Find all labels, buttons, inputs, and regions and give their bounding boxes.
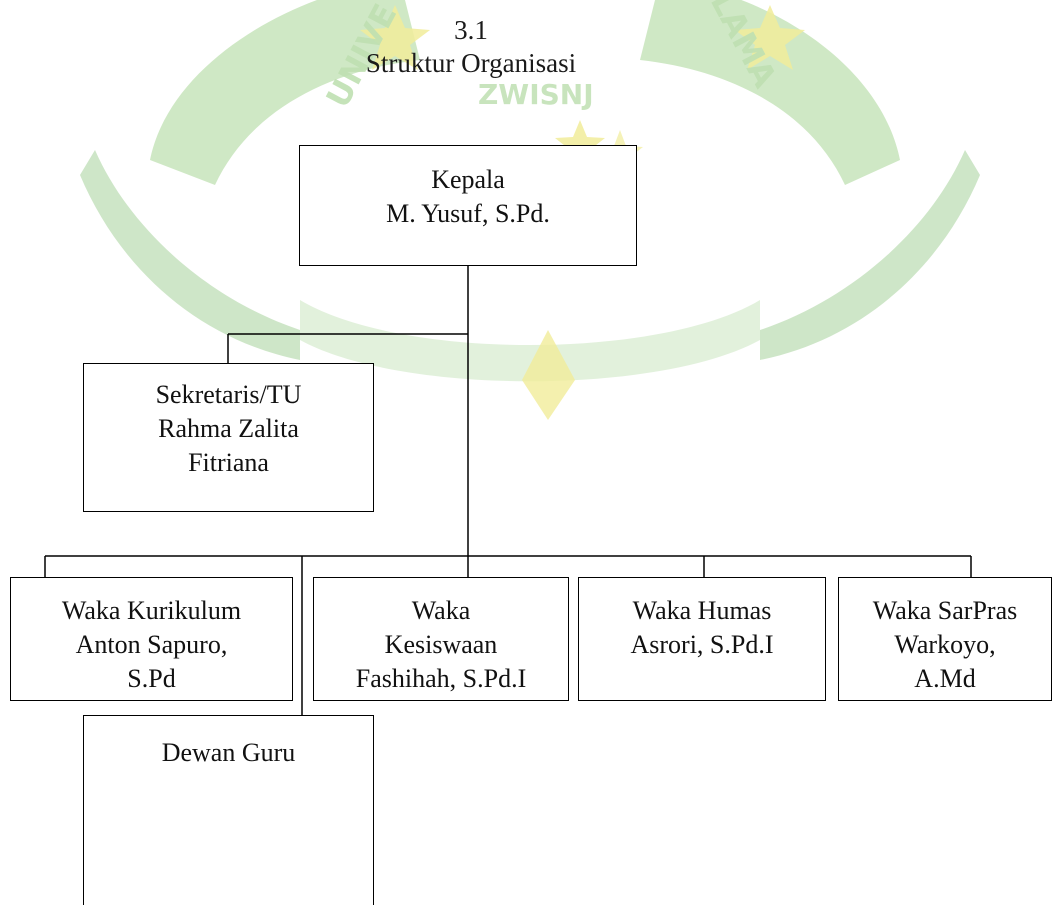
node-waka-kurikulum-name-2: S.Pd [127,664,176,693]
node-waka-sarpras-title: Waka SarPras [872,596,1018,625]
node-dewan-guru-title: Dewan Guru [161,738,296,767]
node-waka-kesiswaan: Waka Kesiswaan Fashihah, S.Pd.I [313,577,569,701]
node-waka-kurikulum-name-1: Anton Sapuro, [75,630,228,659]
watermark-bottom-ribbon [300,300,760,382]
node-waka-kesiswaan-title-2: Kesiswaan [384,630,498,659]
node-sekretaris-name-1: Rahma Zalita [158,414,299,443]
watermark-left-star [360,5,430,70]
node-dewan-guru: Dewan Guru [83,715,374,905]
node-sekretaris-name-2: Fitriana [188,448,269,477]
node-waka-humas: Waka Humas Asrori, S.Pd.I [578,577,826,701]
watermark-left-wing [150,0,420,185]
watermark-lower-right-ribbon [760,150,980,360]
node-kepala: Kepala M. Yusuf, S.Pd. [299,145,637,266]
node-waka-kurikulum-title: Waka Kurikulum [61,596,242,625]
node-sekretaris-title: Sekretaris/TU [155,380,302,409]
node-kepala-name: M. Yusuf, S.Pd. [386,199,550,228]
node-sekretaris: Sekretaris/TU Rahma Zalita Fitriana [83,363,374,512]
watermark-right-wing [640,0,900,185]
node-waka-sarpras-name-1: Warkoyo, [894,630,996,659]
watermark-lower-left-ribbon [80,150,300,360]
node-waka-kesiswaan-name: Fashihah, S.Pd.I [355,664,527,693]
watermark-right-star [735,5,805,70]
node-waka-sarpras-name-2: A.Md [914,664,976,693]
node-waka-kesiswaan-title-1: Waka [411,596,471,625]
watermark-bottom-text: ZWISNJ [478,78,594,111]
node-waka-humas-title: Waka Humas [632,596,772,625]
figure-title: Struktur Organisasi [365,48,577,78]
node-waka-humas-name: Asrori, S.Pd.I [630,630,774,659]
watermark-center-diamond [522,330,575,420]
node-waka-kurikulum: Waka Kurikulum Anton Sapuro, S.Pd [10,577,293,701]
figure-number: 3.1 [454,15,488,45]
node-kepala-title: Kepala [431,165,505,194]
node-waka-sarpras: Waka SarPras Warkoyo, A.Md [838,577,1052,701]
